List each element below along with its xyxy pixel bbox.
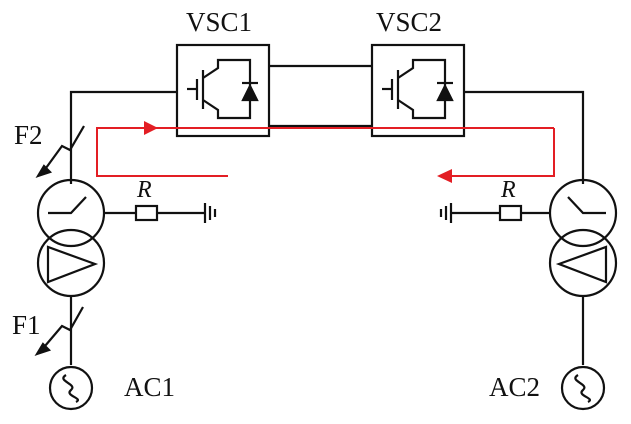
- vsc2-igbt-diode-icon: [382, 58, 454, 120]
- resistor-left-label: R: [136, 177, 152, 203]
- resistor-right-label: R: [500, 177, 516, 203]
- left-ground-icon: [203, 203, 217, 223]
- vsc2-converter: [370, 43, 466, 138]
- vsc1-converter: [175, 43, 271, 138]
- left-transformer: [36, 178, 106, 298]
- current-arrow-left-icon: [437, 169, 452, 183]
- f1-label: F1: [12, 310, 41, 340]
- vsc1-igbt-diode-icon: [187, 58, 259, 120]
- current-arrow-right-icon: [144, 121, 158, 135]
- right-ground-icon: [439, 203, 453, 223]
- ac1-label: AC1: [124, 372, 175, 402]
- f2-fault-arrow-icon: [35, 125, 85, 178]
- fault-current-path: [96, 127, 555, 177]
- right-transformer: [548, 178, 618, 298]
- right-ac-bus: [464, 90, 585, 184]
- ac2-label: AC2: [489, 372, 540, 402]
- right-grounding-resistor: [451, 204, 550, 222]
- ac2-source-icon: [560, 365, 606, 411]
- vsc1-label: VSC1: [186, 7, 252, 37]
- f2-label: F2: [14, 120, 43, 150]
- f1-fault-arrow-icon: [34, 306, 84, 356]
- left-grounding-resistor: [104, 204, 205, 222]
- ac1-source-icon: [48, 365, 94, 411]
- vsc2-label: VSC2: [376, 7, 442, 37]
- left-ac-bus: [69, 90, 177, 184]
- dc-link: [269, 64, 372, 128]
